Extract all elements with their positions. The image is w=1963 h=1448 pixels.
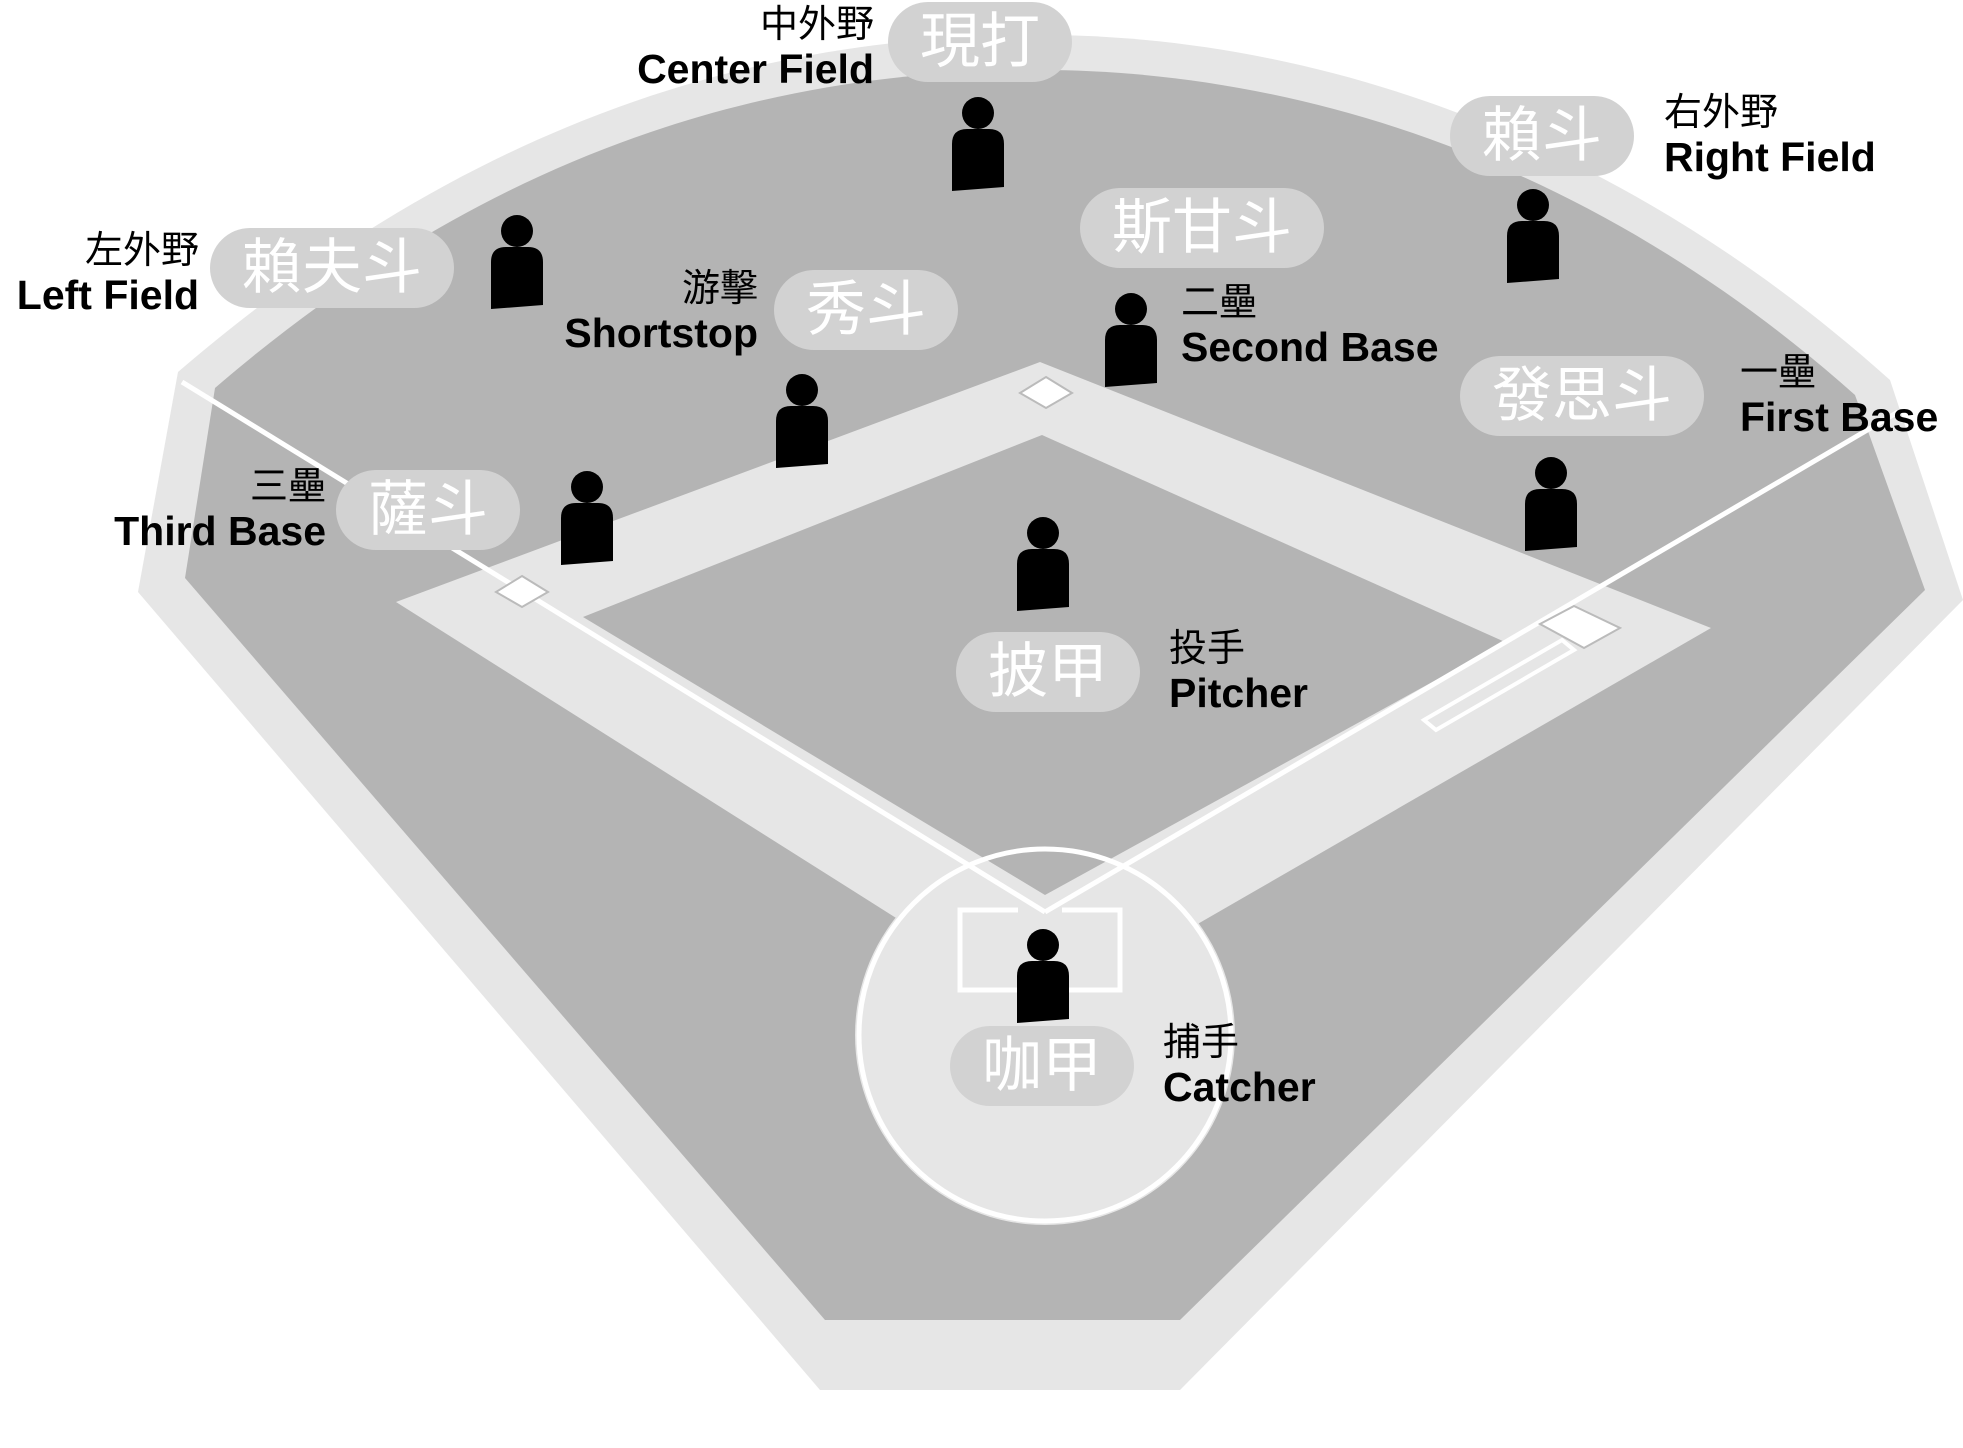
catcher-term: 咖甲 <box>950 1026 1134 1106</box>
right-field-label: 右外野 Right Field <box>1664 90 1876 180</box>
right-field-term: 賴斗 <box>1450 96 1634 176</box>
first-base-label: 一壘 First Base <box>1740 350 1938 440</box>
catcher-person-silhouette-icon <box>1017 929 1069 1023</box>
third-base-term: 薩斗 <box>336 470 520 550</box>
center-field-label-en: Center Field <box>637 46 874 92</box>
third-baseman-person-silhouette-icon <box>561 471 613 565</box>
right-field-label-en: Right Field <box>1664 134 1876 180</box>
first-base-foul-line <box>1043 409 1900 915</box>
running-lane <box>1420 637 1578 733</box>
shortstop-label: 游擊 Shortstop <box>564 266 758 356</box>
shortstop-label-zh: 游擊 <box>681 266 758 310</box>
first-base-bag <box>1537 604 1623 650</box>
left-field-label-zh: 左外野 <box>84 228 199 272</box>
center-field-label: 中外野 Center Field <box>637 2 874 92</box>
second-base-bag <box>1018 375 1074 410</box>
pitcher-label-zh: 投手 <box>1169 626 1246 670</box>
center-fielder-person-silhouette-icon <box>952 97 1004 191</box>
left-fielder-person-silhouette-icon <box>491 215 543 309</box>
right-fielder-person-silhouette-icon <box>1507 189 1559 283</box>
first-base-label-zh: 一壘 <box>1740 350 1817 394</box>
shortstop-person-silhouette-icon <box>776 374 828 468</box>
shortstop-term: 秀斗 <box>774 270 958 350</box>
shortstop-label-en: Shortstop <box>564 310 758 356</box>
third-base-label-zh: 三壘 <box>249 464 326 508</box>
left-field-label: 左外野 Left Field <box>17 228 199 318</box>
pitcher-label-en: Pitcher <box>1169 670 1308 716</box>
left-field-label-en: Left Field <box>16 272 199 318</box>
third-base-label-en: Third Base <box>114 508 326 554</box>
right-field-label-zh: 右外野 <box>1664 90 1779 134</box>
batter-box-left <box>957 907 1018 993</box>
left-field-term: 賴夫斗 <box>210 228 454 308</box>
first-base-label-en: First Base <box>1740 394 1939 440</box>
pitcher-label: 投手 Pitcher <box>1169 626 1308 716</box>
second-base-label: 二壘 Second Base <box>1181 280 1439 370</box>
second-baseman-person-silhouette-icon <box>1105 293 1157 387</box>
catcher-label: 捕手 Catcher <box>1163 1020 1316 1110</box>
catcher-label-zh: 捕手 <box>1163 1020 1240 1064</box>
first-baseman-person-silhouette-icon <box>1525 457 1577 551</box>
catcher-label-en: Catcher <box>1163 1064 1316 1110</box>
center-field-term: 現打 <box>888 2 1072 82</box>
second-base-label-en: Second Base <box>1181 324 1439 370</box>
pitcher-term: 披甲 <box>956 632 1140 712</box>
second-base-term: 斯甘斗 <box>1080 188 1324 268</box>
first-base-term: 發思斗 <box>1460 356 1704 436</box>
third-base-label: 三壘 Third Base <box>114 464 326 554</box>
home-circle-outline <box>856 846 1234 1224</box>
third-base-foul-line <box>180 379 1047 915</box>
second-base-label-zh: 二壘 <box>1181 280 1258 324</box>
third-base-bag <box>494 574 550 609</box>
center-field-label-zh: 中外野 <box>759 2 874 46</box>
pitcher-person-silhouette-icon <box>1017 517 1069 611</box>
batter-box-right <box>1062 907 1123 993</box>
